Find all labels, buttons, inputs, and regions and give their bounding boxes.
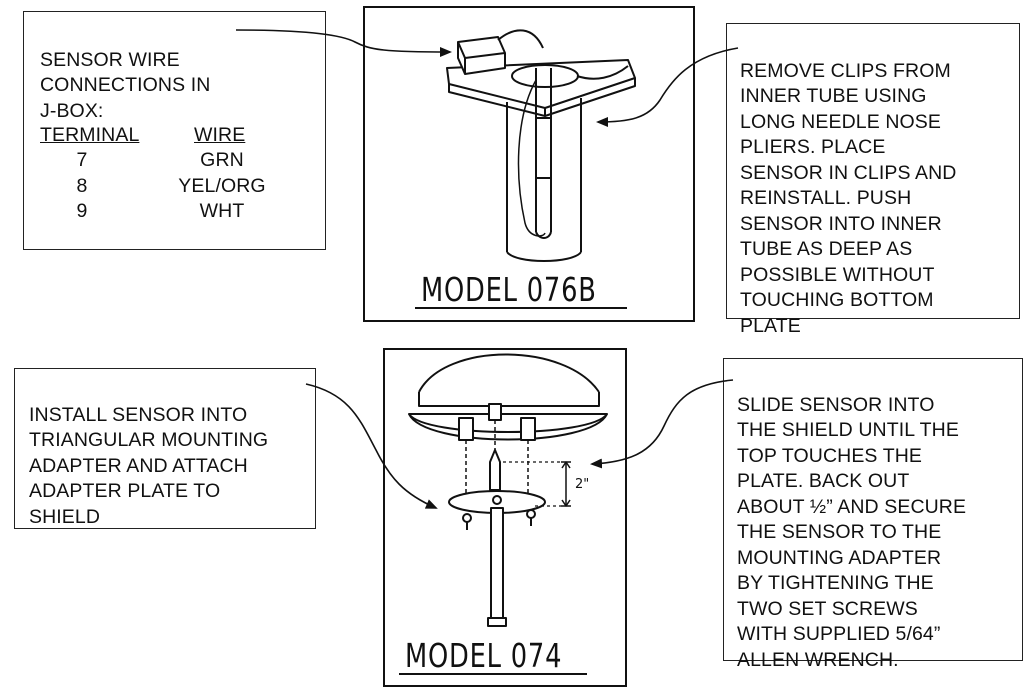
caption-underline: [399, 673, 587, 675]
model-074-figure: 2" MODEL 074: [383, 348, 627, 687]
arrow-slide: [590, 379, 734, 469]
arrow-install: [305, 383, 438, 509]
model-074-caption: MODEL 074: [405, 636, 563, 675]
wire-connections-title: SENSOR WIRE CONNECTIONS IN J-BOX:: [40, 48, 211, 122]
wire-cell: YEL/ORG: [178, 175, 266, 197]
install-sensor-text: INSTALL SENSOR INTO TRIANGULAR MOUNTING …: [29, 403, 269, 528]
caption-underline: [415, 307, 627, 309]
arrow-jbox: [235, 29, 452, 57]
install-sensor-box: INSTALL SENSOR INTO TRIANGULAR MOUNTING …: [14, 368, 316, 529]
terminal-cell: 9: [76, 200, 88, 222]
wire-cell: GRN: [200, 149, 244, 171]
slide-sensor-text: SLIDE SENSOR INTO THE SHIELD UNTIL THE T…: [737, 393, 967, 671]
model-076b-figure: MODEL 076B: [363, 6, 695, 322]
model-076b-caption: MODEL 076B: [421, 270, 597, 309]
wire-connections-box: SENSOR WIRE CONNECTIONS IN J-BOX: TERMIN…: [23, 11, 326, 250]
terminal-cell: 7: [76, 149, 88, 171]
remove-clips-text: REMOVE CLIPS FROM INNER TUBE USING LONG …: [740, 59, 957, 337]
model-074-illustration: 2": [408, 353, 608, 627]
wire-header: WIRE: [194, 124, 246, 146]
terminal-header: TERMINAL: [40, 124, 140, 146]
arrow-clips: [596, 47, 739, 127]
terminal-cell: 8: [76, 175, 88, 197]
wire-cell: WHT: [199, 200, 245, 222]
dimension-label: 2": [575, 477, 589, 492]
remove-clips-box: REMOVE CLIPS FROM INNER TUBE USING LONG …: [726, 23, 1020, 337]
model-076b-illustration: [446, 29, 636, 262]
slide-sensor-box: SLIDE SENSOR INTO THE SHIELD UNTIL THE T…: [723, 358, 1023, 671]
